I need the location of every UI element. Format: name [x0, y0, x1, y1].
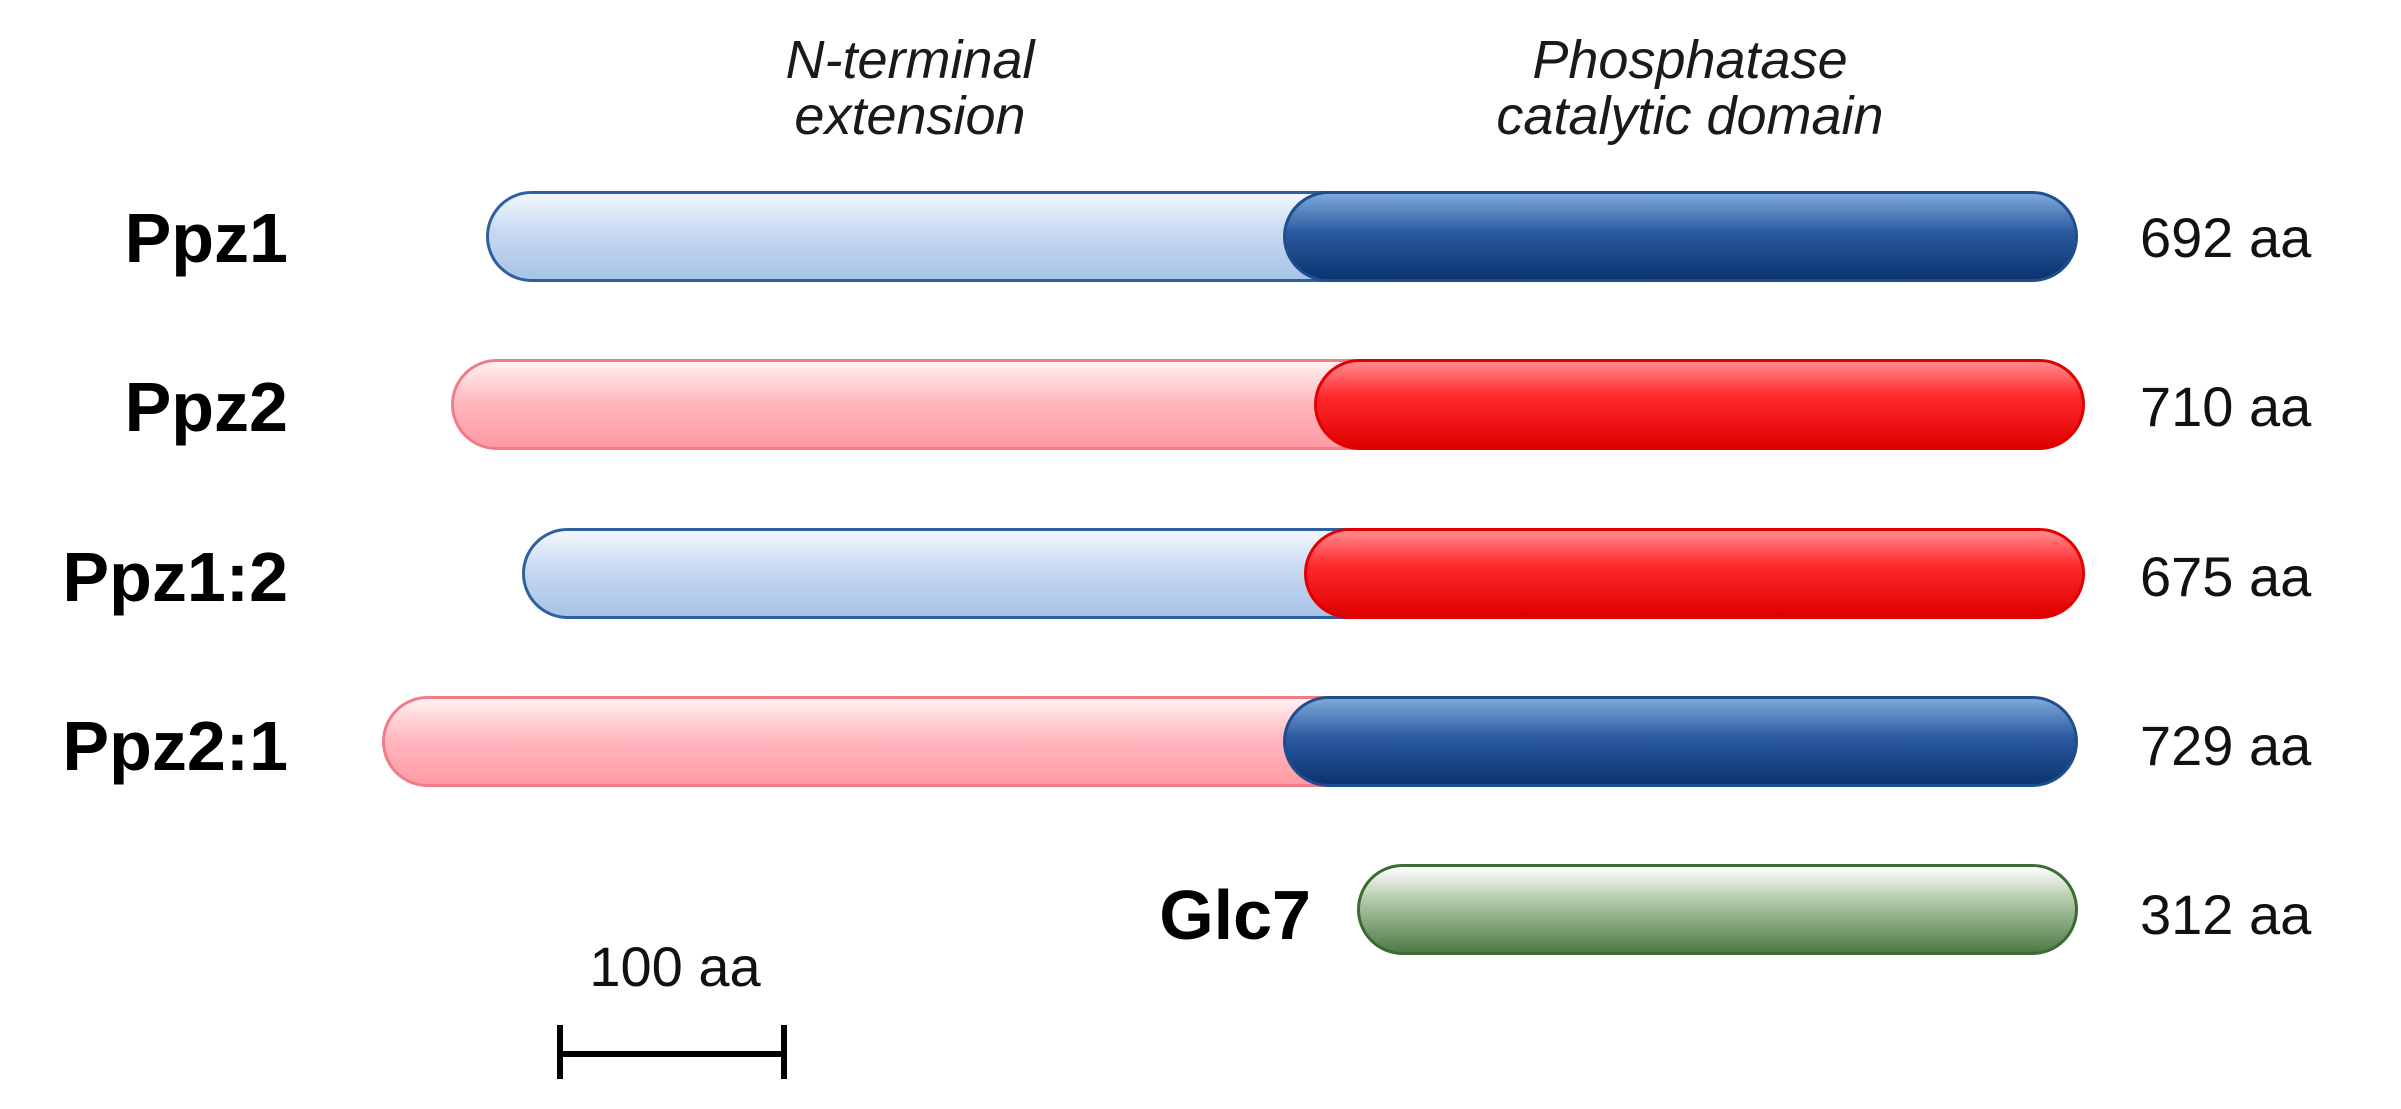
construct-name-glc7: Glc7 [1159, 876, 1311, 954]
ppz2-n-terminal-extension [451, 359, 1441, 450]
construct-name-ppz1-2: Ppz1:2 [62, 538, 288, 616]
construct-name-ppz1: Ppz1 [124, 199, 288, 277]
ppz1-2-n-terminal-extension [522, 528, 1422, 619]
construct-name-ppz2: Ppz2 [124, 368, 288, 446]
header-n-terminal-extension: N-terminal extension [630, 32, 1190, 144]
ppz2-1-catalytic-domain [1283, 696, 2078, 787]
header-catalytic-line1: Phosphatase [1532, 30, 1848, 90]
construct-length-ppz2: 710 aa [2140, 375, 2312, 438]
glc7-catalytic-domain [1357, 864, 2078, 955]
construct-length-ppz2-1: 729 aa [2140, 714, 2312, 777]
scale-bar [557, 1025, 787, 1079]
construct-length-glc7: 312 aa [2140, 883, 2312, 946]
header-catalytic-domain: Phosphatase catalytic domain [1380, 32, 2000, 144]
ppz2-catalytic-domain [1314, 359, 2085, 450]
scale-bar-line [557, 1051, 787, 1057]
ppz1-2-catalytic-domain [1304, 528, 2085, 619]
header-n-terminal-line1: N-terminal [785, 30, 1035, 90]
scale-bar-label: 100 aa [589, 935, 761, 998]
ppz2-1-n-terminal-extension [382, 696, 1432, 787]
construct-name-ppz2-1: Ppz2:1 [62, 707, 288, 785]
construct-length-ppz1: 692 aa [2140, 206, 2312, 269]
scale-bar-right-tick [781, 1025, 787, 1079]
ppz1-catalytic-domain [1283, 191, 2078, 282]
construct-length-ppz1-2: 675 aa [2140, 545, 2312, 608]
ppz1-n-terminal-extension [486, 191, 1436, 282]
header-catalytic-line2: catalytic domain [1496, 86, 1884, 146]
header-n-terminal-line2: extension [794, 86, 1026, 146]
